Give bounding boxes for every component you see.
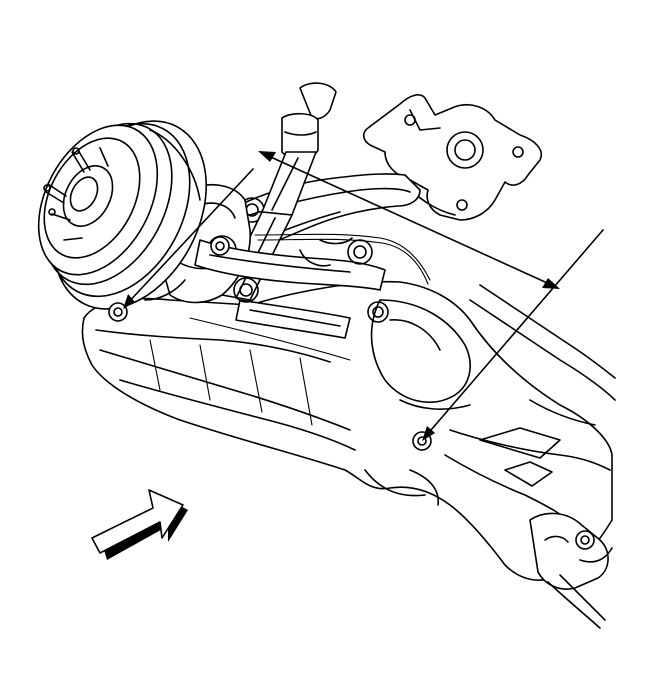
pointer-lower-right-bolt — [422, 229, 604, 441]
rear-subframe — [81, 280, 616, 581]
brake-line — [189, 233, 431, 361]
wheel-studs — [43, 147, 109, 241]
dimension-arrow — [258, 151, 560, 289]
lower-control-arm — [194, 237, 389, 339]
subframe-mount-bracket — [529, 512, 613, 629]
pointer-upper-left-bolt — [123, 168, 254, 309]
brake-drum — [37, 120, 208, 310]
mounting-bolt-front — [210, 236, 230, 256]
front-of-vehicle-arrow — [91, 489, 188, 560]
mounting-bolt-rear-left — [108, 302, 128, 322]
